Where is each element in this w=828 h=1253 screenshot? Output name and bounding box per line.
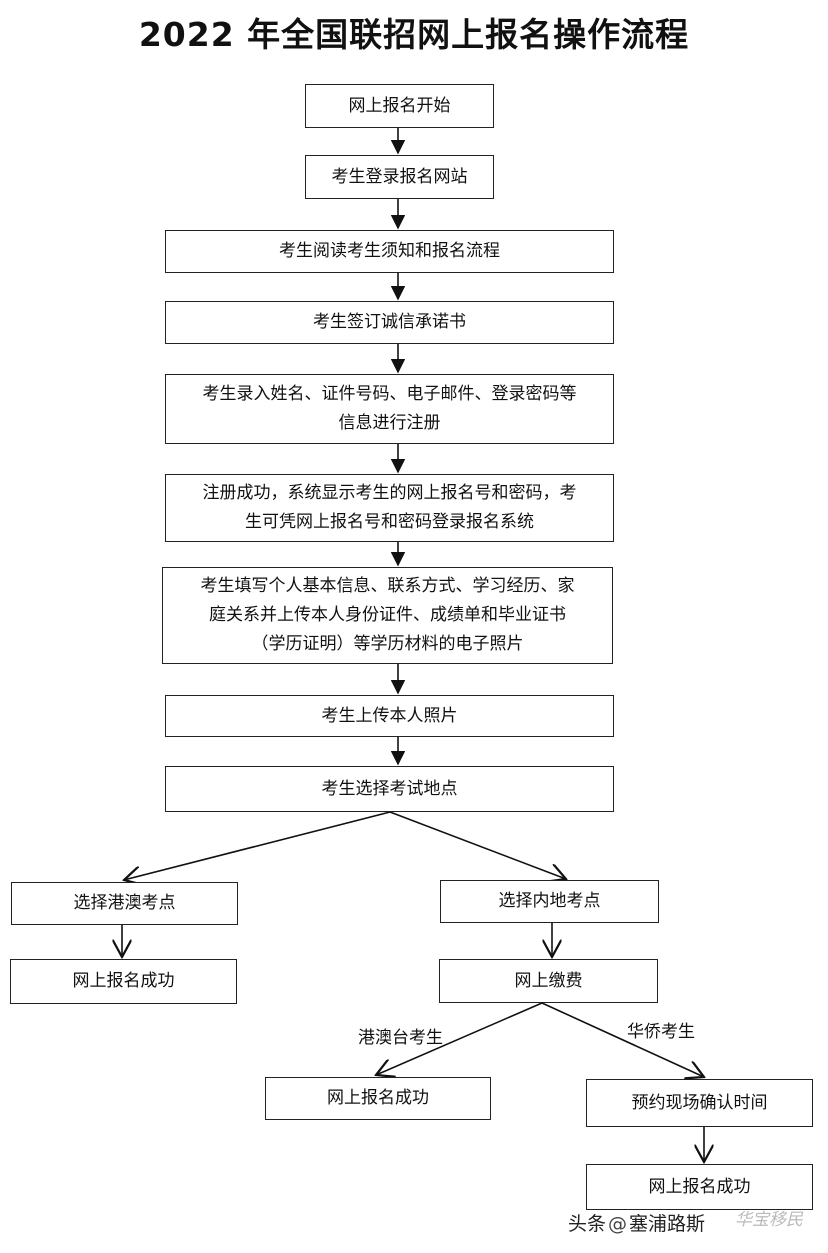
- registration-success-overseas-label: 网上报名成功: [648, 1176, 751, 1197]
- arrow-pay-success-a: [376, 1002, 543, 1075]
- left-registration-success: 网上报名成功: [10, 959, 237, 1004]
- arrow-pay-confirm: [541, 1002, 704, 1077]
- arrow-s9-right: [389, 811, 566, 879]
- left-registration-success-label: 网上报名成功: [72, 971, 175, 991]
- online-payment: 网上缴费: [439, 959, 658, 1003]
- step-sign-pledge-label: 考生签订诚信承诺书: [313, 312, 466, 332]
- arrow-s9-left: [124, 811, 391, 880]
- step-fill-info-line-1: 考生填写个人基本信息、联系方式、学习经历、家: [200, 576, 575, 596]
- step-choose-location-label: 考生选择考试地点: [321, 778, 458, 799]
- source-name: 头条: [568, 1213, 607, 1235]
- registration-success-hmt: 网上报名成功: [265, 1077, 491, 1120]
- step-start: 网上报名开始: [305, 84, 494, 128]
- registration-success-overseas: 网上报名成功: [586, 1164, 813, 1210]
- at-symbol: @: [608, 1213, 628, 1235]
- registration-success-hmt-label: 网上报名成功: [327, 1088, 429, 1108]
- step-choose-location: 考生选择考试地点: [165, 766, 614, 812]
- step-fill-info: 考生填写个人基本信息、联系方式、学习经历、家 庭关系并上传本人身份证件、成绩单和…: [162, 567, 613, 664]
- source-credit: 头条@塞浦路斯: [568, 1209, 705, 1236]
- step-registration-success-line-2: 生可凭网上报名号和密码登录报名系统: [245, 512, 534, 532]
- step-read-notice-label: 考生阅读考生须知和报名流程: [279, 241, 500, 261]
- step-register: 考生录入姓名、证件号码、电子邮件、登录密码等 信息进行注册: [165, 374, 614, 444]
- author-name: 塞浦路斯: [629, 1213, 706, 1235]
- page-title: 2022 年全国联招网上报名操作流程: [138, 15, 690, 54]
- step-fill-info-line-3: （学历证明）等学历材料的电子照片: [251, 634, 524, 654]
- step-register-line-1: 考生录入姓名、证件号码、电子邮件、登录密码等: [202, 384, 577, 404]
- step-upload-photo-label: 考生上传本人照片: [321, 705, 458, 726]
- step-start-label: 网上报名开始: [348, 95, 451, 116]
- step-login-label: 考生登录报名网站: [331, 166, 468, 187]
- step-registration-success-line-1: 注册成功，系统显示考生的网上报名号和密码，考: [202, 483, 577, 503]
- step-login: 考生登录报名网站: [305, 155, 494, 199]
- step-read-notice: 考生阅读考生须知和报名流程: [165, 230, 614, 273]
- choose-mainland-center: 选择内地考点: [440, 880, 659, 923]
- step-register-line-2: 信息进行注册: [338, 413, 441, 433]
- choose-hk-macau-center-label: 选择港澳考点: [73, 893, 176, 913]
- step-registration-success: 注册成功，系统显示考生的网上报名号和密码，考 生可凭网上报名号和密码登录报名系统: [165, 474, 614, 542]
- watermark: 华宝移民: [735, 1210, 803, 1230]
- step-sign-pledge: 考生签订诚信承诺书: [165, 301, 614, 344]
- book-onsite-confirmation: 预约现场确认时间: [586, 1079, 813, 1127]
- book-onsite-confirmation-label: 预约现场确认时间: [631, 1092, 768, 1113]
- step-upload-photo: 考生上传本人照片: [165, 695, 614, 737]
- online-payment-label: 网上缴费: [514, 970, 583, 991]
- choose-mainland-center-label: 选择内地考点: [498, 891, 601, 911]
- step-fill-info-line-2: 庭关系并上传本人身份证件、成绩单和毕业证书: [209, 605, 566, 625]
- label-overseas-chinese-candidates: 华侨考生: [627, 1022, 695, 1042]
- choose-hk-macau-center: 选择港澳考点: [11, 882, 238, 925]
- label-hk-macau-taiwan-candidates: 港澳台考生: [358, 1028, 443, 1048]
